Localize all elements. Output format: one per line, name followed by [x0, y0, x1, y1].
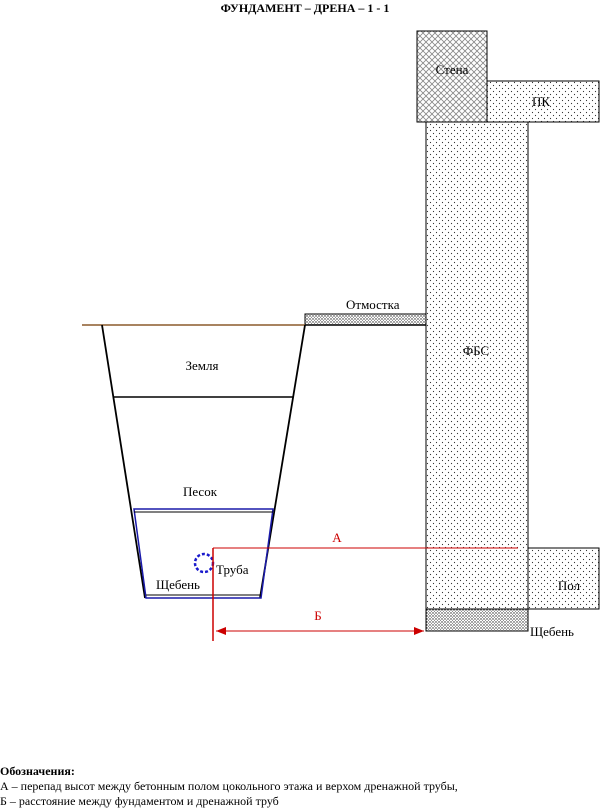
floor-label: Пол — [558, 578, 581, 593]
otmostka-label: Отмостка — [346, 297, 400, 312]
gravel-trench-zone — [133, 508, 274, 599]
floor-slab — [527, 547, 600, 610]
sand-label: Песок — [183, 484, 218, 499]
legend-item-b: Б – расстояние между фундаментом и дрена… — [0, 794, 279, 808]
drawing-title: ФУНДАМЕНТ – ДРЕНА – 1 - 1 — [221, 1, 390, 15]
legend: Обозначения: А – перепад высот между бет… — [0, 764, 610, 809]
legend-item-a: А – перепад высот между бетонным полом ц… — [0, 779, 458, 793]
legend-heading: Обозначения: — [0, 764, 75, 778]
earth-label: Земля — [186, 358, 219, 373]
gravel-base-label: Щебень — [530, 624, 574, 639]
pk-label: ПК — [532, 94, 550, 109]
drain-pipe — [193, 552, 215, 574]
fbs-block — [425, 121, 529, 610]
otmostka-slab — [304, 313, 427, 326]
fbs-label: ФБС — [463, 343, 489, 358]
wall-label: Стена — [436, 62, 469, 77]
dim-b-label: Б — [314, 608, 321, 623]
dim-a-label: А — [332, 530, 342, 545]
pipe-label: Труба — [216, 562, 249, 577]
wall-block — [416, 30, 488, 123]
pk-slab — [486, 80, 600, 123]
gravel-trench-label: Щебень — [156, 577, 200, 592]
trench-left-wall — [101, 324, 146, 599]
gravel-base — [425, 608, 529, 632]
